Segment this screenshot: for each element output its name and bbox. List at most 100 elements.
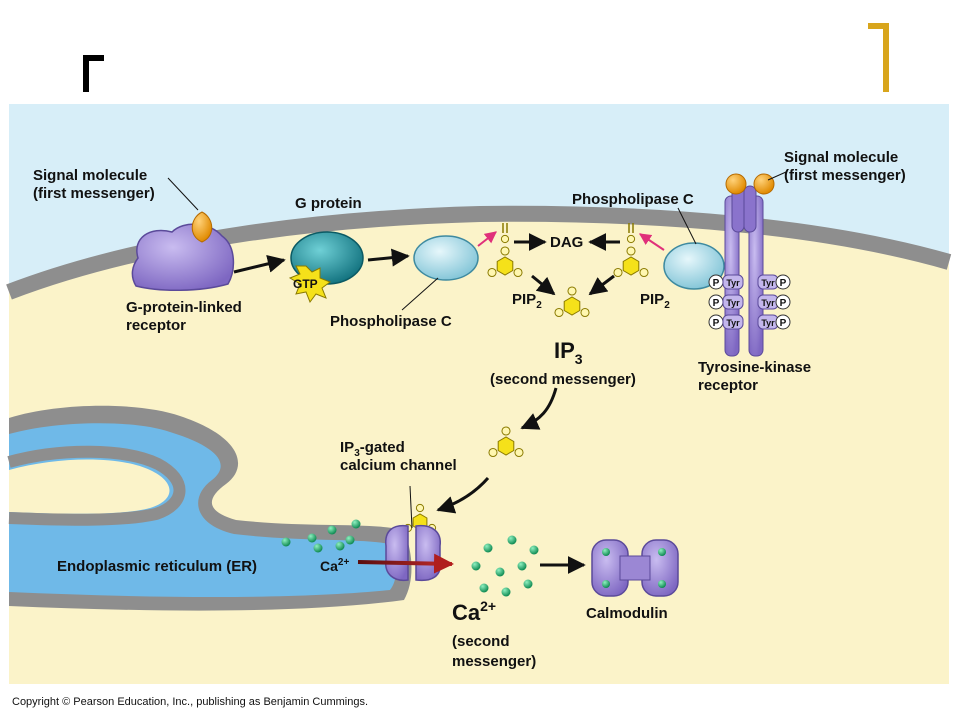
phosphate-group (488, 447, 498, 458)
calcium-ion (507, 535, 517, 545)
signal-molecule-right-a (725, 173, 747, 195)
phosphate-label: P (713, 318, 720, 329)
phosphate-group (554, 307, 564, 318)
phosphate-group (567, 286, 577, 296)
arrow-ip3-diffuse (520, 387, 558, 430)
label-signal-left-2: (first messenger) (33, 185, 155, 202)
arrow-plc-right-pink (639, 233, 665, 251)
phosphate-label: P (713, 298, 720, 309)
label-signal-right-2: (first messenger) (784, 167, 906, 184)
label-plc-top: Phospholipase C (572, 191, 694, 208)
signal-molecule-right-b (753, 173, 775, 195)
calcium-ion (307, 533, 317, 543)
arrow-plc-left-pink (477, 231, 497, 247)
ip3-ring (496, 256, 514, 276)
ip3-molecule (554, 286, 590, 318)
calmodulin (591, 539, 679, 597)
tyrosine-box (722, 294, 744, 310)
ip3-ring (622, 256, 640, 276)
label-rtk-1: Tyrosine-kinase (698, 359, 811, 376)
label-er: Endoplasmic reticulum (ER) (57, 558, 257, 575)
g-protein-linked-receptor (131, 223, 235, 291)
calcium-efflux-arrow (357, 553, 454, 574)
corner-bracket-left (83, 55, 104, 92)
gtp-burst (288, 265, 332, 304)
phosphate-group (514, 447, 524, 458)
label-pip2-left: PIP2 (512, 291, 542, 311)
calcium-ion (495, 567, 505, 577)
leader-signal-right (767, 171, 787, 181)
label-channel-2: calcium channel (340, 457, 457, 474)
phosphate-group (613, 267, 623, 278)
calcium-ion (517, 561, 527, 571)
arrow-pip2-right-to-ip3 (588, 274, 615, 296)
calcium-ion (501, 587, 511, 597)
phosphate-group (639, 267, 649, 278)
tyrosine-box (722, 274, 744, 290)
calcium-ions-er (281, 519, 361, 553)
phosphate-group (415, 503, 425, 513)
tyrosine-label: Tyr (726, 318, 740, 328)
phosphate-label: P (780, 318, 787, 329)
label-calmodulin: Calmodulin (586, 605, 668, 622)
tyrosine-label: Tyr (761, 298, 775, 308)
label-second-1: (second (452, 633, 510, 650)
phosphate-group (487, 267, 497, 278)
label-ip3: IP3 (554, 338, 583, 367)
phosphate-circle (775, 274, 791, 290)
leader-channel (409, 485, 413, 529)
phosphate-circle (775, 314, 791, 330)
label-gpcr-2: receptor (126, 317, 186, 334)
phosphate-circle (775, 294, 791, 310)
ip3-ring (497, 436, 515, 456)
label-second-2: messenger) (452, 653, 536, 670)
calcium-ion (313, 543, 323, 553)
phosphate-label: P (780, 298, 787, 309)
tyrosine-label: Tyr (761, 278, 775, 288)
calcium-ion (351, 519, 361, 529)
calcium-ion (335, 541, 345, 551)
label-gtp: GTP (293, 277, 318, 291)
leader-signal-left (167, 177, 199, 211)
calcium-ion (483, 543, 493, 553)
phosphate-group (501, 426, 511, 436)
label-ip3-second-messenger: (second messenger) (490, 371, 636, 388)
copyright-notice: Copyright © Pearson Education, Inc., pub… (12, 696, 369, 708)
arrow-ip3-to-channel (436, 477, 490, 514)
label-ca-small: Ca2+ (320, 557, 349, 574)
phosphate-label: P (780, 278, 787, 289)
leader-plc-top (677, 207, 697, 245)
ip3-molecule-diffusing (488, 426, 524, 458)
phosphate-group (513, 267, 523, 278)
corner-bracket-right (868, 23, 889, 92)
label-ca-big: Ca2+ (452, 598, 496, 625)
phosphate-group (580, 307, 590, 318)
phosphate-label: P (713, 278, 720, 289)
label-gpcr-1: G-protein-linked (126, 299, 242, 316)
er-fold-gap (9, 459, 170, 514)
label-channel-1: IP3-gated (340, 439, 405, 459)
arrow-pip2-left-to-ip3 (531, 274, 556, 296)
phospholipase-c-active (663, 242, 725, 290)
tyrosine-label: Tyr (761, 318, 775, 328)
label-rtk-2: receptor (698, 377, 758, 394)
pip2-molecule-left (487, 223, 523, 278)
pip2-molecule-right (613, 223, 649, 278)
signal-molecule-left (191, 211, 213, 243)
ip3-ring (563, 296, 581, 316)
leader-plc-bottom (401, 277, 439, 311)
arrow-gprotein-to-plc (367, 248, 410, 267)
er-fold-wall (7, 445, 186, 526)
label-g-protein: G protein (295, 195, 362, 212)
tyrosine-label: Tyr (726, 278, 740, 288)
calcium-ion (281, 537, 291, 547)
tyrosine-label: Tyr (726, 298, 740, 308)
phosphate-group (500, 246, 510, 256)
glycerol-head (626, 234, 636, 244)
calcium-ion (523, 579, 533, 589)
arrow-receptor-to-gprotein (233, 255, 286, 274)
calcium-ion (327, 525, 337, 535)
phospholipase-c-inactive (413, 235, 479, 281)
